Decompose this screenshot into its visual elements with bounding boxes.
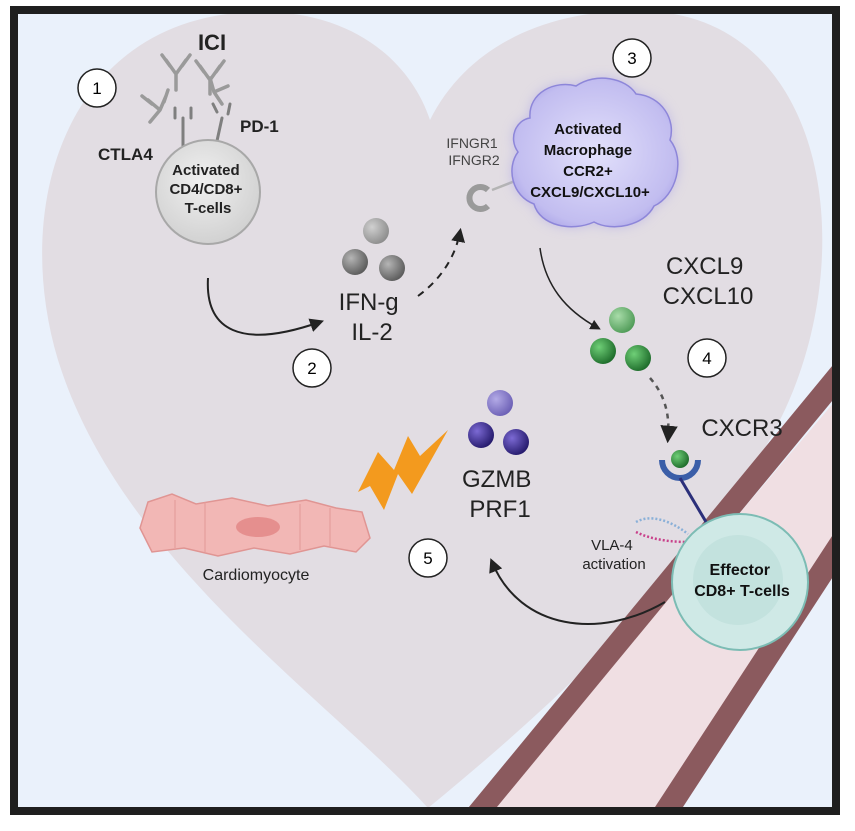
svg-text:Activated Macrophage: Activated Macrophage CCR2+ CXCL9/CXCL10+: [530, 121, 650, 201]
chemokine-labels: CXCL9 CXCL10: [663, 253, 754, 310]
svg-text:2: 2: [307, 359, 316, 378]
svg-text:4: 4: [702, 349, 711, 368]
step-5: 5: [408, 538, 448, 578]
vla4-label: VLA-4 activation: [582, 537, 645, 573]
step-3: 3: [612, 38, 652, 78]
svg-text:Effector CD8+ T-cells: Effector CD8+ T-cells: [694, 562, 790, 600]
svg-text:1: 1: [92, 79, 101, 98]
cytokine-molecules: [342, 218, 405, 281]
effector-tcell: Effector CD8+ T-cells: [671, 513, 809, 651]
svg-text:3: 3: [627, 49, 636, 68]
lightning-icon: [358, 430, 448, 510]
cardiomyocyte-label: Cardiomyocyte: [203, 567, 310, 584]
antibody-icon: [140, 88, 170, 124]
step-1: 1: [77, 68, 117, 108]
cytokine-labels: IFN-g IL-2: [339, 289, 406, 346]
arrow-macrophage-to-chemokines: [539, 247, 601, 330]
ici-antibodies: [140, 53, 230, 124]
chemokine-molecules: [590, 307, 651, 371]
arrow-tcell-to-cytokines: [206, 277, 324, 336]
step-4: 4: [687, 338, 727, 378]
ctla4-label: CTLA4: [98, 145, 153, 164]
svg-text:IFNGR1 IFNGR2: IFNGR1 IFNGR2: [446, 135, 501, 168]
activated-tcell: Activated CD4/CD8+ T-cells: [155, 139, 261, 245]
svg-text:5: 5: [423, 549, 432, 568]
cardiomyocyte-cell: [139, 493, 371, 557]
pd1-label: PD-1: [240, 117, 279, 136]
arrow-effector-to-granzymes: [489, 558, 666, 625]
ici-label: ICI: [198, 30, 226, 55]
step-2: 2: [292, 348, 332, 388]
panel-frame: [10, 6, 840, 815]
arrow-chemokines-to-cxcr3: [649, 377, 678, 444]
antibody-icon: [194, 59, 226, 96]
step-markers: 1 2 3 4 5: [77, 38, 727, 578]
antibody-icon: [160, 53, 192, 92]
granzyme-molecules: [468, 390, 529, 455]
svg-text:Activated CD4/CD8+: Activated CD4/CD8+ T-cells: [169, 162, 246, 217]
arrow-cytokines-to-receptor: [417, 227, 466, 297]
antibody-icon: [208, 76, 230, 106]
cxcr3-label: CXCR3: [701, 415, 782, 442]
activated-macrophage: Activated Macrophage CCR2+ CXCL9/CXCL10+: [511, 77, 679, 228]
blood-vessel: [465, 361, 836, 811]
granzyme-labels: GZMB PRF1: [462, 466, 538, 523]
tcell-receptors: [173, 102, 232, 152]
